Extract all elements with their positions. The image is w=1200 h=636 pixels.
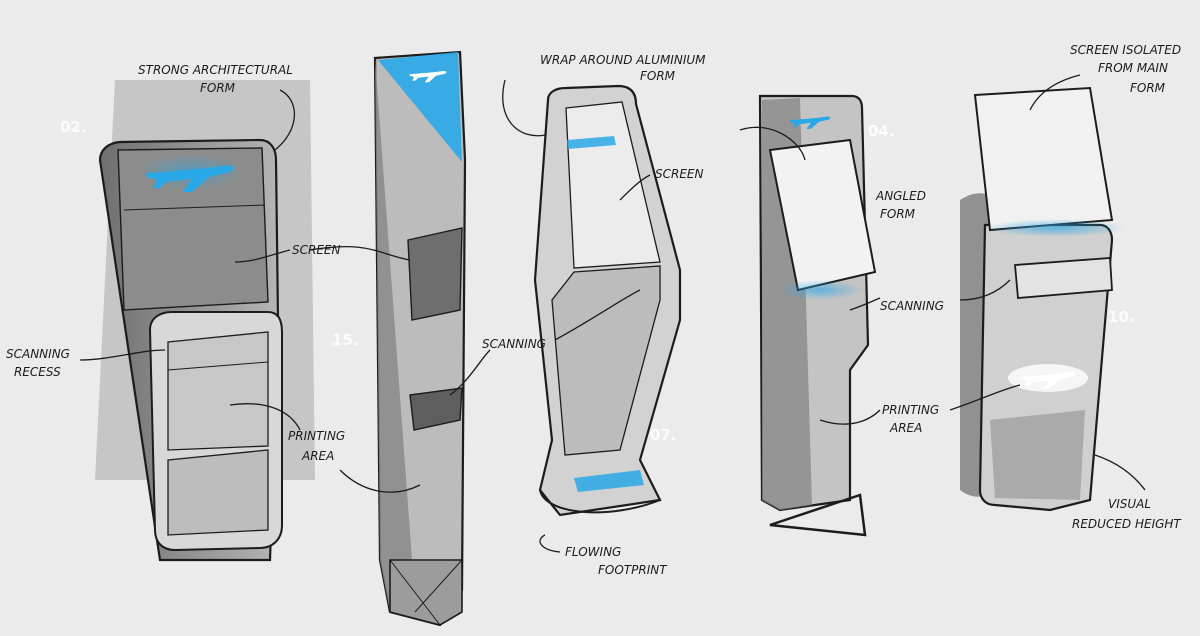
kiosk-15: [373, 50, 467, 627]
kiosk-number-04: 04.: [868, 122, 895, 140]
annotation-wrap-around-2: FORM: [640, 69, 676, 83]
kiosk-number-10: 10.: [1108, 308, 1135, 326]
annotation-visual-2: REDUCED HEIGHT: [1072, 517, 1182, 531]
annotation-printing-area-3: PRINTING: [882, 403, 939, 417]
annotation-wrap-around: WRAP AROUND ALUMINIUM: [540, 53, 706, 67]
annotation-visual: VISUAL: [1108, 497, 1151, 511]
annotation-screen: SCREEN: [292, 243, 340, 257]
annotation-scanning-2: SCANNING: [482, 337, 546, 351]
annotation-flowing-footprint: FLOWING: [565, 545, 621, 559]
annotation-screen-isolated-2: FROM MAIN: [1098, 61, 1168, 75]
annotation-angled-form-2: FORM: [880, 207, 916, 221]
kiosk-number-07: 07.: [650, 426, 677, 444]
annotation-printing-area-4: AREA: [889, 421, 922, 435]
annotation-angled-form: ANGLED: [875, 189, 926, 203]
kiosk-02: [95, 80, 315, 562]
kiosk-04: [758, 94, 877, 537]
annotation-strong-form-2: FORM: [200, 81, 236, 95]
annotation-scanning-3: SCANNING: [880, 299, 944, 313]
annotation-flowing-footprint-2: FOOTPRINT: [598, 563, 668, 577]
leader-lines: [79, 74, 1146, 553]
annotation-screen-2: SCREEN: [655, 167, 703, 181]
annotation-scanning-recess-2: RECESS: [14, 365, 61, 379]
kiosk-07: [533, 84, 682, 517]
annotation-printing-area: PRINTING: [288, 429, 345, 443]
annotation-scanning-recess: SCANNING: [6, 347, 70, 361]
annotation-screen-isolated: SCREEN ISOLATED: [1070, 43, 1181, 57]
kiosk-number-15: 15.: [332, 331, 359, 349]
annotation-printing-area-2: AREA: [301, 449, 334, 463]
annotation-screen-isolated-3: FORM: [1130, 81, 1166, 95]
kiosk-10: [960, 86, 1125, 512]
annotation-strong-form: STRONG ARCHITECTURAL: [138, 63, 293, 77]
kiosk-number-02: 02.: [60, 118, 87, 136]
